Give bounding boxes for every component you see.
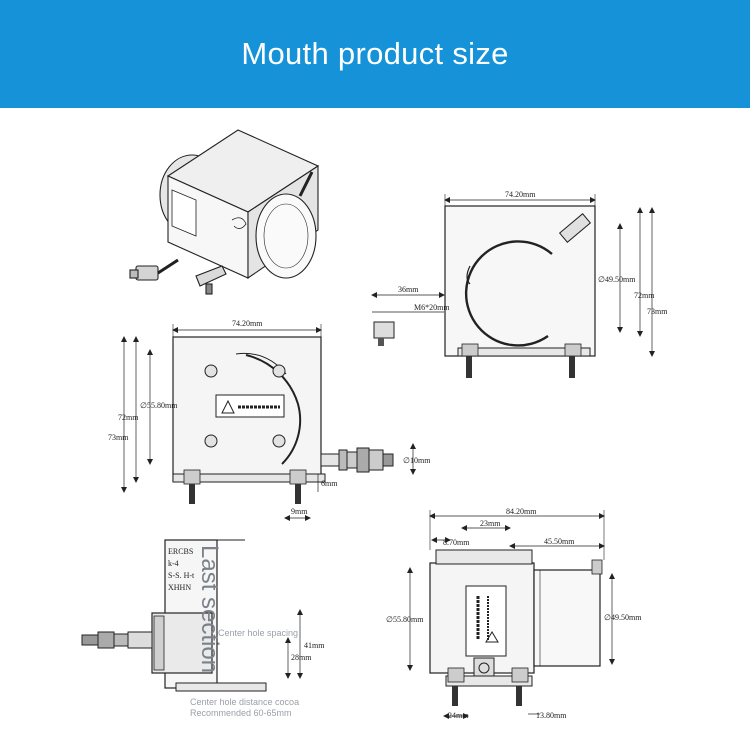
perspective-view bbox=[129, 129, 320, 295]
right-thread-label: M6*20mm bbox=[414, 303, 450, 312]
front-height-inner-label: 72mm bbox=[118, 413, 139, 422]
right-width-label: 74.20mm bbox=[505, 190, 536, 199]
partial-view: ERCBS k-4 S-S. H-t XHHN 41mm 28mm bbox=[81, 539, 325, 692]
side-right-dia-label: ∅49.50mm bbox=[604, 613, 642, 622]
technical-drawing: 74.20mm ∅49.50mm 72mm 73mm 36mm M6*20mm bbox=[81, 129, 668, 720]
partial-label-line-4: XHHN bbox=[168, 583, 191, 592]
side-base-offset-label: 13.80mm bbox=[536, 711, 567, 720]
partial-dim-a-label: 41mm bbox=[304, 641, 325, 650]
right-circle-dia-label: ∅49.50mm bbox=[598, 275, 636, 284]
front-height-outer-label: 73mm bbox=[108, 433, 129, 442]
side-seg-b-label: 8.70mm bbox=[443, 538, 470, 547]
front-view: 74.20mm ∅55.80mm 72mm 73mm ∅10mm 6mm 9mm bbox=[108, 319, 431, 521]
header-banner: Mouth product size bbox=[0, 0, 750, 108]
side-overall-width-label: 84.20mm bbox=[506, 507, 537, 516]
right-bracket-offset-label: 36mm bbox=[398, 285, 419, 294]
right-height-inner-label: 72mm bbox=[634, 291, 655, 300]
side-seg-c-label: 45.50mm bbox=[544, 537, 575, 546]
right-view: 74.20mm ∅49.50mm 72mm 73mm 36mm M6*20mm bbox=[371, 190, 668, 378]
partial-label-line-1: ERCBS bbox=[168, 547, 193, 556]
center-hole-distance-overlay: Center hole distance cocoa bbox=[190, 697, 300, 707]
last-section-overlay: Last section bbox=[196, 545, 223, 674]
recommended-overlay: Recommended 60-65mm bbox=[190, 708, 292, 718]
side-base-width-label: 24mm bbox=[448, 711, 469, 720]
partial-label-line-2: k-4 bbox=[168, 559, 179, 568]
front-foot-width-label: 9mm bbox=[291, 507, 308, 516]
front-foot-height-label: 6mm bbox=[321, 479, 338, 488]
page-title: Mouth product size bbox=[241, 36, 509, 71]
front-connector-dia-label: ∅10mm bbox=[403, 456, 431, 465]
partial-label-line-3: S-S. H-t bbox=[168, 571, 195, 580]
side-seg-a-label: 23mm bbox=[480, 519, 501, 528]
right-height-outer-label: 73mm bbox=[647, 307, 668, 316]
front-circle-dia-label: ∅55.80mm bbox=[140, 401, 178, 410]
side-view: 84.20mm 23mm 8.70mm 45.50mm ∅55.80mm ∅49… bbox=[386, 507, 642, 720]
partial-dim-b-label: 28mm bbox=[291, 653, 312, 662]
center-hole-spacing-overlay: Center hole spacing bbox=[218, 628, 299, 638]
front-width-label: 74.20mm bbox=[232, 319, 263, 328]
side-left-dia-label: ∅55.80mm bbox=[386, 615, 424, 624]
